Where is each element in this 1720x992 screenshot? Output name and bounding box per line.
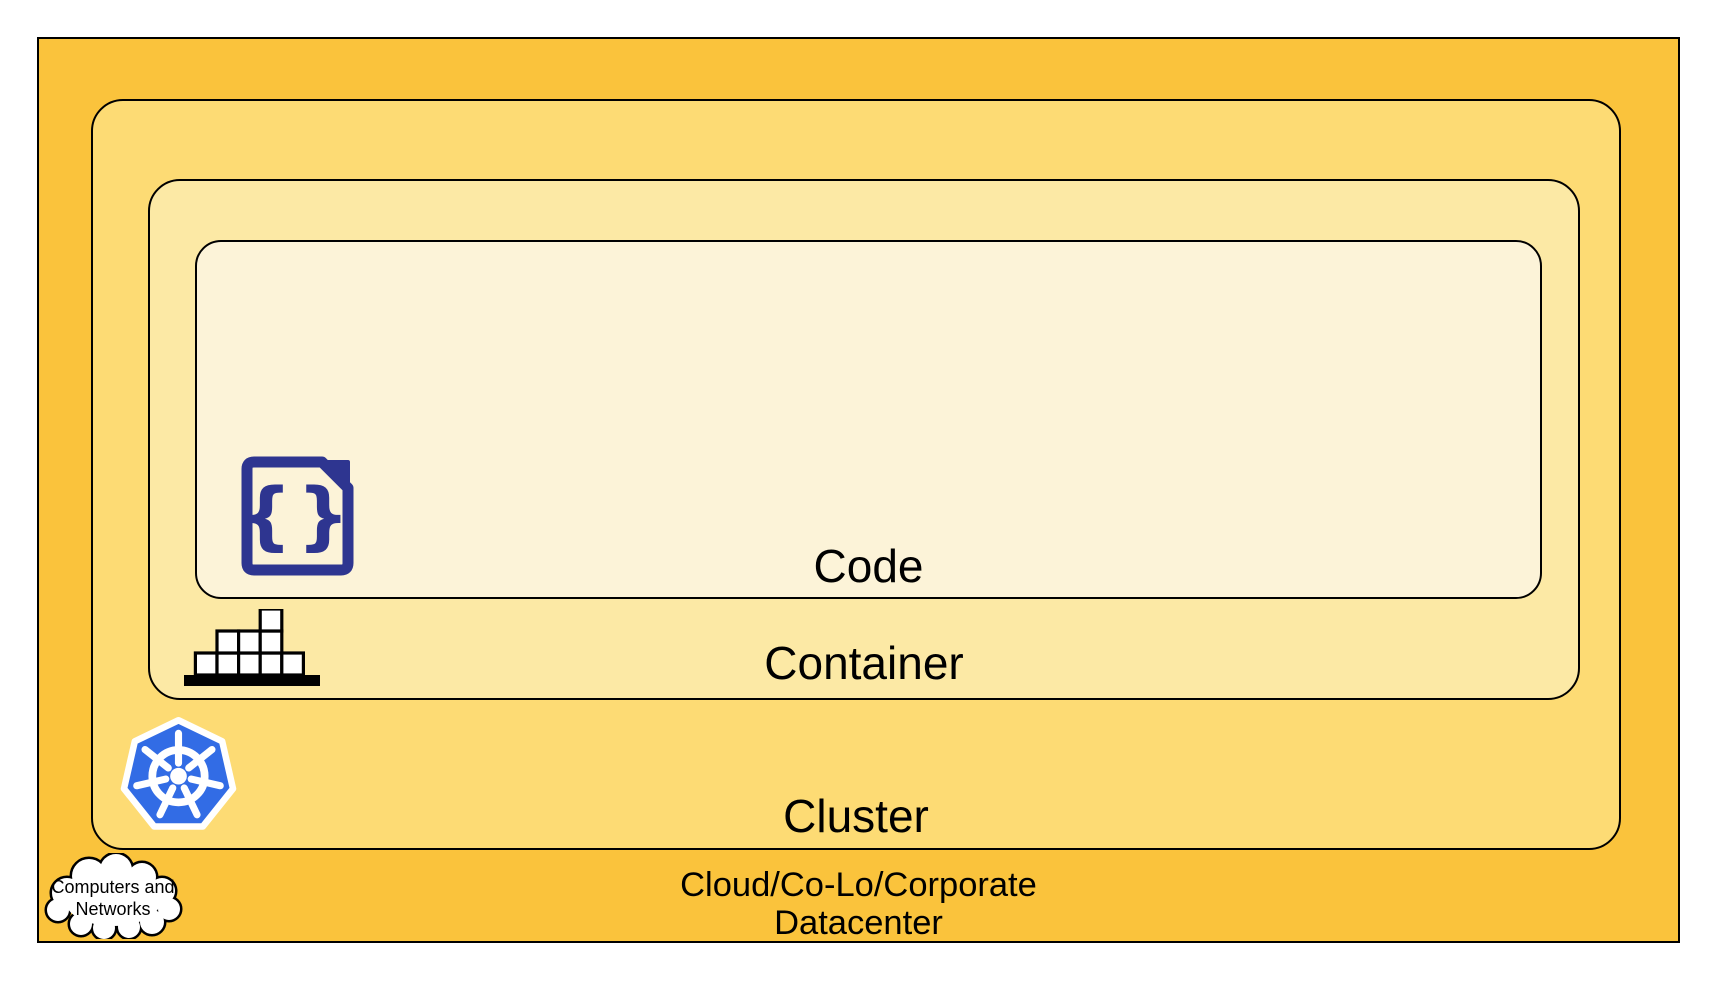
computers-networks-cloud-icon: Computers and Networks (42, 853, 184, 939)
cloud-body (47, 854, 180, 939)
container-base-bar (184, 675, 320, 686)
cloud-label-line2: Networks (75, 899, 150, 919)
kubernetes-wheel-hub (170, 767, 187, 785)
datacenter-label-line1: Cloud/Co-Lo/Corporate (680, 866, 1037, 904)
curly-braces-glyph: {} (239, 473, 354, 559)
document-outline (241, 456, 354, 576)
folded-corner (320, 460, 350, 490)
container-layer-label: Container (764, 637, 964, 689)
container-stack-icon (184, 609, 320, 687)
code-layer-box (195, 240, 1542, 599)
cloud-label-line1: Computers and (51, 877, 174, 897)
datacenter-label-line2: Datacenter (774, 904, 943, 942)
container-boxes (193, 609, 306, 677)
code-layer-label: Code (813, 540, 924, 592)
kubernetes-wheel (133, 729, 224, 819)
cluster-layer-label: Cluster (783, 790, 929, 842)
code-file-icon: {} (237, 453, 357, 580)
kubernetes-icon (119, 715, 238, 835)
datacenter-layer-label: Cloud/Co-Lo/Corporate Datacenter (37, 866, 1680, 942)
